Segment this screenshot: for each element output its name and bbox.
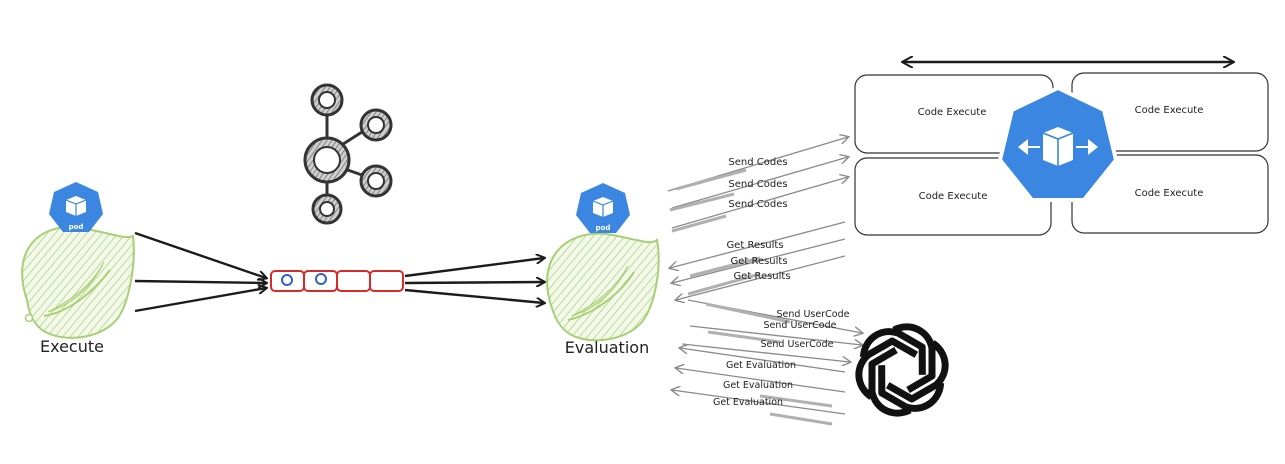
queue-message-dot xyxy=(281,274,293,286)
execute-node: pod Execute xyxy=(21,182,135,356)
get-evaluation-label: Get Evaluation xyxy=(713,397,783,408)
send-codes-label: Send Codes xyxy=(728,179,787,190)
send-codes-label: Send Codes xyxy=(728,199,787,210)
evaluation-label: Evaluation xyxy=(565,338,649,357)
send-usercode-label: Send UserCode xyxy=(764,320,837,331)
get-evaluation-label: Get Evaluation xyxy=(726,360,796,371)
get-results-arrows: Get Results Get Results Get Results xyxy=(670,221,846,300)
kubernetes-pod-icon: pod xyxy=(576,183,630,233)
get-results-label: Get Results xyxy=(730,256,787,267)
code-execute-cluster: Code Execute Code Execute Code Execute C… xyxy=(854,62,1269,236)
kubernetes-deployment-icon xyxy=(997,85,1119,202)
send-usercode-arrows: Send UserCode Send UserCode Send UserCod… xyxy=(681,299,862,362)
queue-message-dot xyxy=(315,273,327,285)
execute-label: Execute xyxy=(40,337,104,356)
get-results-label: Get Results xyxy=(726,240,783,251)
openai-icon xyxy=(855,323,949,417)
queue-cell xyxy=(369,270,404,292)
queue-to-evaluation-arrows xyxy=(404,258,544,303)
code-execute-label: Code Execute xyxy=(919,191,988,202)
code-execute-label: Code Execute xyxy=(1135,105,1204,116)
code-execute-label: Code Execute xyxy=(918,107,987,118)
spring-leaf-icon xyxy=(21,226,135,339)
send-codes-arrows: Send Codes Send Codes Send Codes xyxy=(667,137,848,233)
pod-badge-label: pod xyxy=(596,224,611,232)
send-usercode-label: Send UserCode xyxy=(777,309,850,320)
get-results-label: Get Results xyxy=(733,271,790,282)
message-queue xyxy=(270,270,404,292)
evaluation-node: pod Evaluation xyxy=(546,183,660,357)
send-codes-label: Send Codes xyxy=(728,157,787,168)
pod-badge-label: pod xyxy=(69,223,84,231)
kubernetes-pod-icon: pod xyxy=(49,182,103,232)
kafka-icon xyxy=(303,83,393,225)
send-usercode-label: Send UserCode xyxy=(761,339,834,350)
get-evaluation-arrows: Get Evaluation Get Evaluation Get Evalua… xyxy=(672,348,846,426)
execute-to-queue-arrows xyxy=(134,231,266,313)
spring-leaf-icon xyxy=(546,232,660,342)
queue-cell xyxy=(336,270,371,292)
get-evaluation-label: Get Evaluation xyxy=(723,380,793,391)
code-execute-label: Code Execute xyxy=(1135,188,1204,199)
